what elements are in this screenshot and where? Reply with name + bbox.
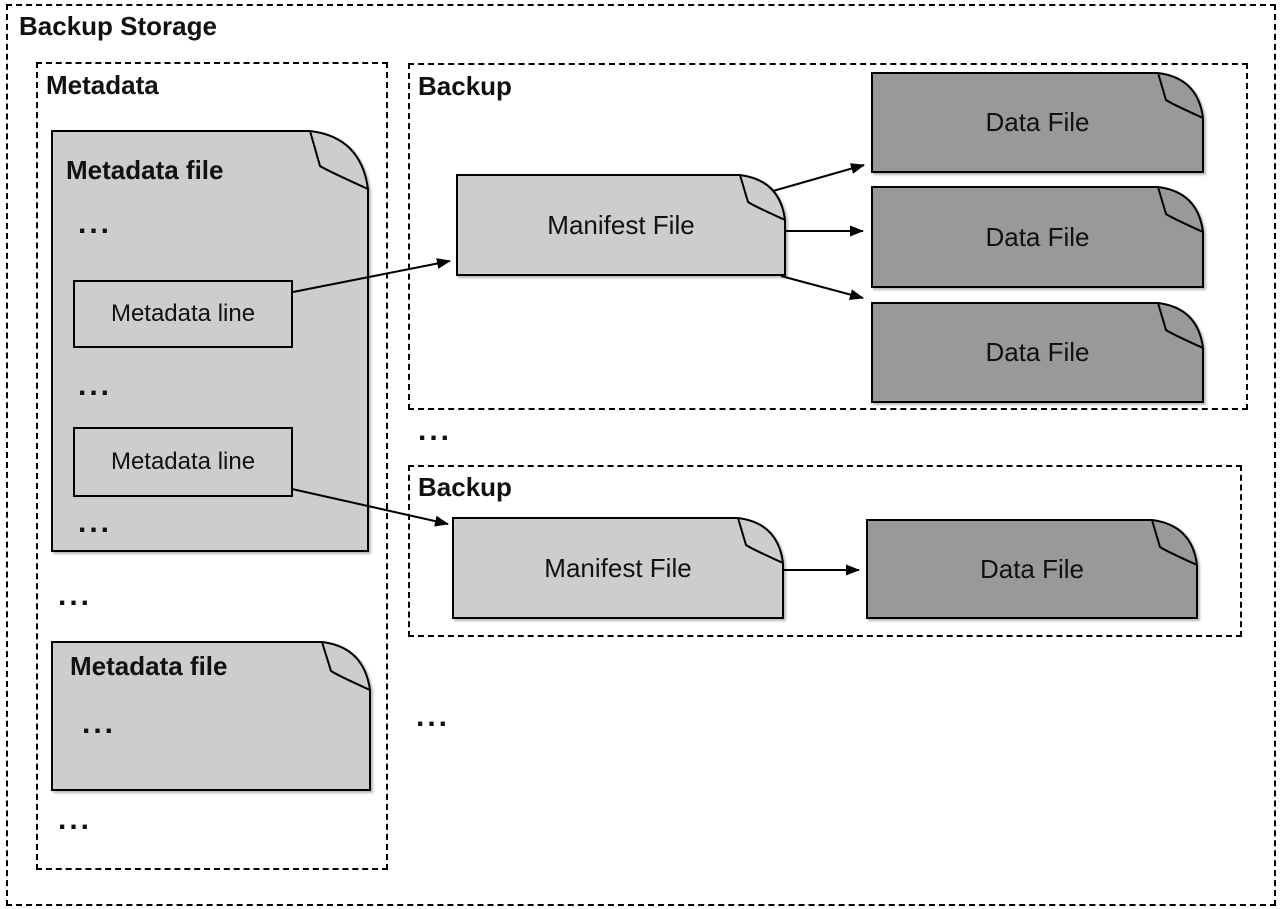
data-file-4-label: Data File [979,553,1085,584]
ellipsis-metadata-bottom: ... [58,803,93,836]
data-file-1-label: Data File [985,107,1090,138]
backup-1-container [408,63,1248,410]
ellipsis-metadata-file2-content: ... [82,707,117,740]
arrow-manifest1-to-datafile1 [772,163,865,192]
data-file-4-document-icon [866,519,1198,619]
arrow-metadata-line2-to-manifest2 [291,488,449,527]
ellipsis-metadata-file1-bottom: ... [78,506,113,539]
manifest-file-2-document-icon [452,517,784,619]
ellipsis-metadata-between-files: ... [58,579,93,612]
backup-storage-container [6,4,1276,906]
metadata-file-2-document-icon [51,641,371,791]
backup-2-label: Backup [418,472,512,502]
metadata-line-1-box: Metadata line [73,280,293,348]
backup-1-label: Backup [418,71,512,101]
backup-2-container [408,465,1242,637]
metadata-file-2-title: Metadata file [70,651,228,681]
arrow-metadata-line1-to-manifest1 [292,258,451,293]
metadata-file-1-document-icon [51,130,369,552]
data-file-3-document-icon [871,302,1204,403]
metadata-container [36,62,388,870]
metadata-line-2-box: Metadata line [73,427,293,497]
data-file-1-document-icon [871,72,1204,173]
manifest-file-1-document-icon [456,174,786,276]
arrow-manifest1-to-datafile3 [780,275,864,300]
metadata-file-1-title: Metadata file [66,155,224,185]
ellipsis-below-backup2: ... [416,700,451,733]
ellipsis-metadata-file1-middle: ... [78,369,113,402]
data-file-2-label: Data File [985,221,1090,252]
manifest-file-1-label: Manifest File [547,209,695,240]
ellipsis-metadata-file1-top: ... [78,207,113,240]
data-file-3-label: Data File [985,337,1090,368]
manifest-file-2-label: Manifest File [544,552,692,583]
ellipsis-between-backups: ... [418,414,453,447]
data-file-2-document-icon [871,186,1204,288]
diagram-title: Backup Storage [19,11,217,41]
metadata-section-label: Metadata [46,70,159,100]
